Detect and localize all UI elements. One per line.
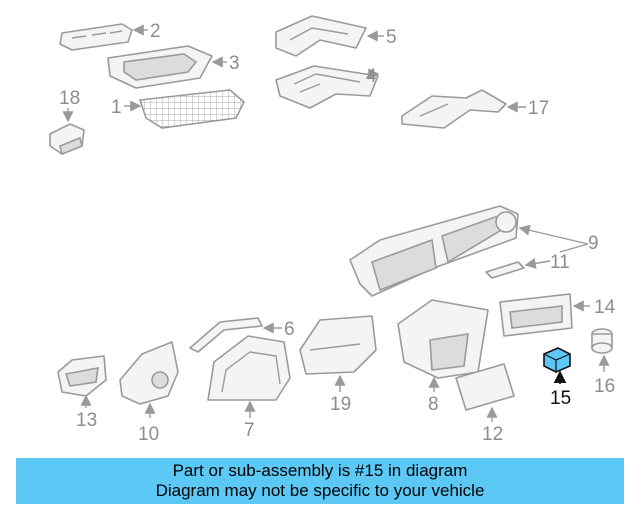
part-2-vent-strip: 2 <box>59 21 161 51</box>
callout-5: 5 <box>386 27 397 48</box>
part-11-clip: 11 <box>485 243 589 279</box>
part-1-grille-panel: 1 <box>111 89 245 129</box>
callout-11: 11 <box>550 252 570 273</box>
callout-6: 6 <box>284 319 295 340</box>
part-13-pocket: 13 <box>57 355 107 431</box>
callout-10: 10 <box>138 424 159 445</box>
parts-diagram: 2 3 1 18 5 4 17 <box>49 15 616 445</box>
callout-13: 13 <box>76 410 97 431</box>
part-3-bezel-frame: 3 <box>107 45 240 89</box>
banner-line-2: Diagram may not be specific to your vehi… <box>155 481 485 500</box>
callout-9: 9 <box>588 233 599 254</box>
callout-15: 15 <box>550 388 571 409</box>
part-7-instrument-cluster: 7 <box>207 335 291 441</box>
banner-line-1: Part or sub-assembly is #15 in diagram <box>172 461 468 480</box>
callout-18: 18 <box>59 88 80 109</box>
callout-2: 2 <box>150 21 161 42</box>
part-19-airbag-module: 19 <box>299 315 377 415</box>
callout-3: 3 <box>229 53 240 74</box>
part-4-tray: 4 <box>275 65 380 109</box>
callout-12: 12 <box>482 424 503 445</box>
part-6-handle: 6 <box>189 317 295 353</box>
info-banner: Part or sub-assembly is #15 in diagram D… <box>16 458 624 504</box>
callout-1: 1 <box>111 97 122 118</box>
callout-4: 4 <box>366 66 377 87</box>
callout-7: 7 <box>244 420 255 441</box>
part-16-knob: 16 <box>591 328 615 397</box>
callout-14: 14 <box>594 297 616 318</box>
part-14-vent-bezel: 14 <box>499 293 616 337</box>
part-10-column-cover: 10 <box>119 341 179 445</box>
part-5-upper-trim: 5 <box>275 15 397 57</box>
part-12-display: 12 <box>455 363 515 445</box>
callout-17: 17 <box>528 98 549 119</box>
part-18-switch: 18 <box>49 88 85 156</box>
part-9-dash-bezel: 9 <box>349 205 599 297</box>
part-15-switch-highlighted[interactable]: 15 <box>543 347 571 409</box>
callout-8: 8 <box>428 394 439 415</box>
part-17-side-trim: 17 <box>401 89 549 129</box>
callout-19: 19 <box>330 394 351 415</box>
callout-16: 16 <box>594 376 615 397</box>
